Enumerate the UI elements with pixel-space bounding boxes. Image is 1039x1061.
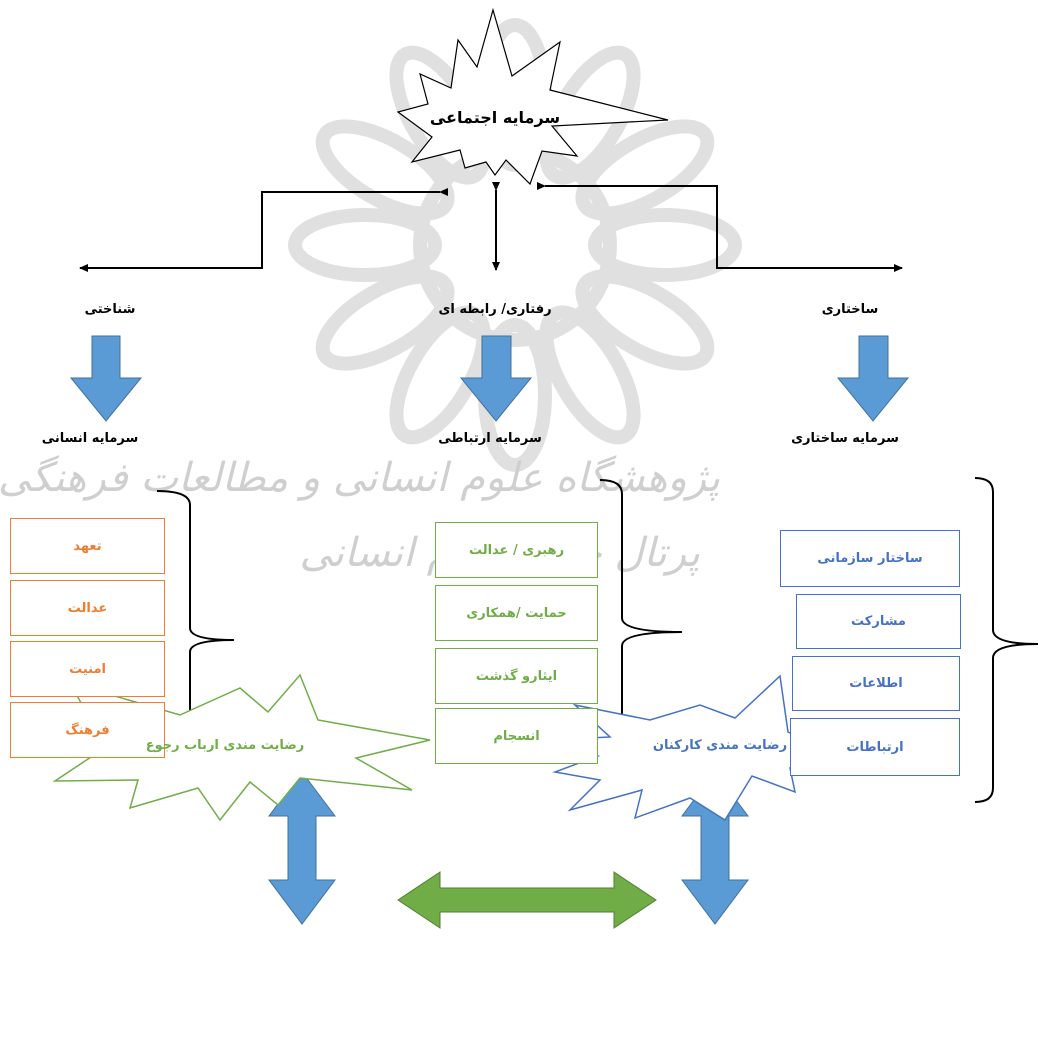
dimension-cognitive: شناختی bbox=[84, 302, 136, 317]
human-item-security: امنیت bbox=[10, 641, 165, 697]
watermark-petal bbox=[539, 305, 641, 445]
capital-human: سرمایه انسانی bbox=[41, 431, 139, 446]
dimension-structural: ساختاری bbox=[821, 302, 879, 317]
human-item-commitment: تعهد bbox=[10, 518, 165, 574]
down-arrow-cognitive bbox=[69, 335, 143, 422]
relational-item-sacrifice: ایثارو گذشت bbox=[435, 648, 598, 704]
human-item-culture: فرهنگ bbox=[10, 702, 165, 758]
watermark-petal bbox=[575, 269, 715, 371]
outcome-employees-label: رضایت مندی کارکنان bbox=[652, 738, 788, 753]
center-star-shape bbox=[396, 7, 669, 186]
capital-structural: سرمایه ساختاری bbox=[791, 431, 899, 446]
center-node-label: سرمایه اجتماعی bbox=[429, 108, 561, 127]
relational-item-cohesion: انسجام bbox=[435, 708, 598, 764]
relational-item-leadership: رهبری / عدالت bbox=[435, 522, 598, 578]
double-arrow-horizontal bbox=[397, 871, 657, 929]
connector-left bbox=[79, 188, 448, 272]
structural-item-participation: مشارکت bbox=[796, 594, 961, 649]
outcome-clients-label: رضایت مندی ارباب رجوع bbox=[145, 738, 305, 753]
structural-item-communications: ارتباطات bbox=[790, 718, 960, 776]
relational-item-support: حمایت /همکاری bbox=[435, 585, 598, 641]
connector-right bbox=[537, 182, 903, 272]
human-item-justice: عدالت bbox=[10, 580, 165, 636]
down-arrow-relational bbox=[459, 335, 533, 422]
double-arrow-left bbox=[268, 771, 336, 925]
structural-item-information: اطلاعات bbox=[792, 656, 960, 711]
down-arrow-structural bbox=[836, 335, 910, 422]
structural-item-organization: ساختار سازمانی bbox=[780, 530, 960, 587]
dimension-relational: رفتاری/ رابطه ای bbox=[438, 302, 552, 317]
watermark-petal bbox=[389, 305, 491, 445]
brace-structural bbox=[974, 477, 1039, 803]
watermark-line-1: پژوهشگاه علوم انسانی و مطالعات فرهنگی bbox=[0, 455, 720, 501]
watermark-petal bbox=[315, 269, 455, 371]
capital-relational: سرمایه ارتباطی bbox=[438, 431, 542, 446]
